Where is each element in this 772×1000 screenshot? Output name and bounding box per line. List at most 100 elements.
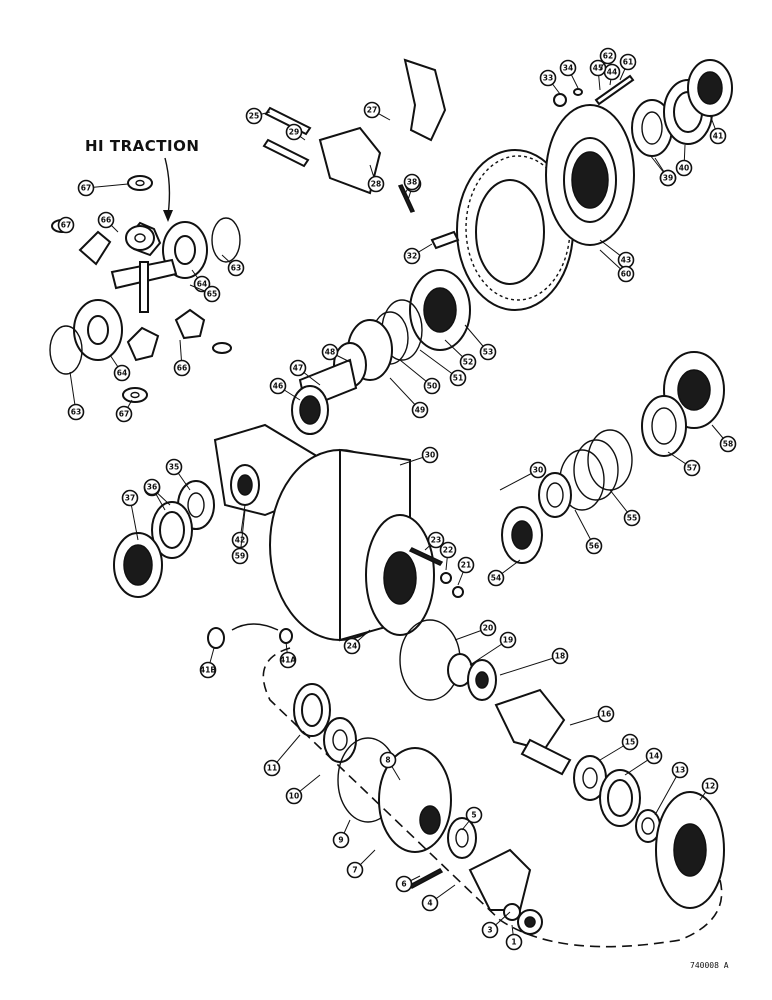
callout-20: 20 [454, 619, 497, 641]
callout-circle [395, 875, 413, 893]
callout-circle [683, 459, 701, 477]
ring-gear-bolt [430, 230, 460, 250]
callout-circle [551, 647, 569, 665]
callout-circle [77, 179, 95, 197]
callout-circle [403, 247, 421, 265]
callout-38: 38 [403, 173, 421, 196]
callout-30: 30 [399, 446, 439, 466]
callout-number: 55 [627, 514, 637, 523]
callout-circle [199, 661, 217, 679]
callout-circle [231, 531, 249, 549]
callout-number: 66 [101, 216, 111, 225]
callout-circle [367, 175, 385, 193]
callout-circle [67, 403, 85, 421]
callout-number: 16 [601, 710, 611, 719]
callout-number: 1 [511, 938, 516, 947]
callout-circle [411, 401, 429, 419]
callout-59: 59 [231, 509, 249, 565]
hi-traction-pointer [164, 157, 171, 216]
callout-66: 66 [173, 339, 191, 377]
callout-41B: 41B [199, 647, 217, 679]
callout-circle [285, 123, 303, 141]
axle-housing [269, 448, 435, 642]
callout-number: 63 [71, 408, 81, 417]
callout-3: 3 [481, 911, 511, 939]
callout-circle [539, 69, 557, 87]
hi-traction-arrowhead [163, 210, 173, 222]
callout-circle [719, 435, 737, 453]
callout-63: 63 [221, 254, 245, 277]
callout-number: 64 [117, 369, 127, 378]
differential-case-gears [291, 269, 471, 435]
callout-circle [621, 733, 639, 751]
callout-18: 18 [499, 647, 569, 676]
callout-number: 38 [407, 178, 417, 187]
callout-number: 65 [207, 290, 217, 299]
callout-number: 42 [235, 536, 245, 545]
callout-number: 15 [625, 738, 635, 747]
callout-42: 42 [231, 504, 249, 549]
callout-number: 35 [169, 463, 179, 472]
callout-circle [449, 369, 467, 387]
callout-circle [599, 47, 617, 65]
callout-circle [57, 216, 75, 234]
callout-10: 10 [285, 774, 321, 805]
callout-circle [321, 343, 339, 361]
callout-circle [115, 405, 133, 423]
callout-50: 50 [399, 359, 441, 395]
callout-67: 67 [77, 179, 129, 197]
callout-circle [269, 377, 287, 395]
callout-30: 30 [499, 461, 547, 491]
callout-number: 56 [589, 542, 599, 551]
callout-number: 4 [427, 899, 432, 908]
callout-56: 56 [574, 509, 603, 555]
callout-48: 48 [321, 343, 351, 363]
callout-number: 58 [723, 440, 733, 449]
callout-number: 6 [401, 880, 406, 889]
callout-number: 49 [415, 406, 425, 415]
callout-15: 15 [599, 733, 639, 761]
callout-number: 18 [555, 652, 565, 661]
callout-circle [623, 509, 641, 527]
callout-circle [465, 806, 483, 824]
callout-47: 47 [289, 359, 321, 386]
callout-number: 30 [533, 466, 543, 475]
callout-leader [499, 655, 561, 676]
callout-circle [343, 637, 361, 655]
callout-number: 21 [461, 561, 471, 570]
callout-number: 22 [443, 546, 453, 555]
callout-60: 60 [599, 249, 635, 283]
callout-number: 46 [273, 382, 283, 391]
callout-circle [403, 173, 421, 191]
callout-35: 35 [165, 458, 191, 491]
callout-number: 11 [267, 764, 277, 773]
callout-circle [263, 759, 281, 777]
ring-gear [456, 149, 574, 311]
callout-circle [439, 541, 457, 559]
callout-circle [589, 59, 607, 77]
callout-number: 63 [231, 264, 241, 273]
callout-circle [479, 343, 497, 361]
callout-67: 67 [115, 399, 133, 423]
callout-55: 55 [609, 489, 641, 527]
callout-28: 28 [367, 164, 385, 193]
callout-number: 34 [563, 64, 573, 73]
callout-number: 57 [687, 464, 697, 473]
callout-number: 3 [487, 926, 492, 935]
callout-number: 23 [431, 536, 441, 545]
callout-circle [585, 537, 603, 555]
callout-number: 44 [607, 68, 617, 77]
callout-65: 65 [189, 284, 221, 303]
callout-number: 62 [603, 52, 613, 61]
callout-number: 19 [503, 636, 513, 645]
callout-circle [113, 364, 131, 382]
callout-29: 29 [285, 123, 306, 141]
callout-number: 67 [119, 410, 129, 419]
callout-23: 23 [424, 531, 445, 551]
callout-circle [597, 705, 615, 723]
callout-19: 19 [469, 631, 517, 666]
callout-number: 30 [425, 451, 435, 460]
callout-9: 9 [332, 819, 351, 849]
callout-61: 61 [619, 53, 637, 81]
callout-number: 60 [621, 270, 631, 279]
